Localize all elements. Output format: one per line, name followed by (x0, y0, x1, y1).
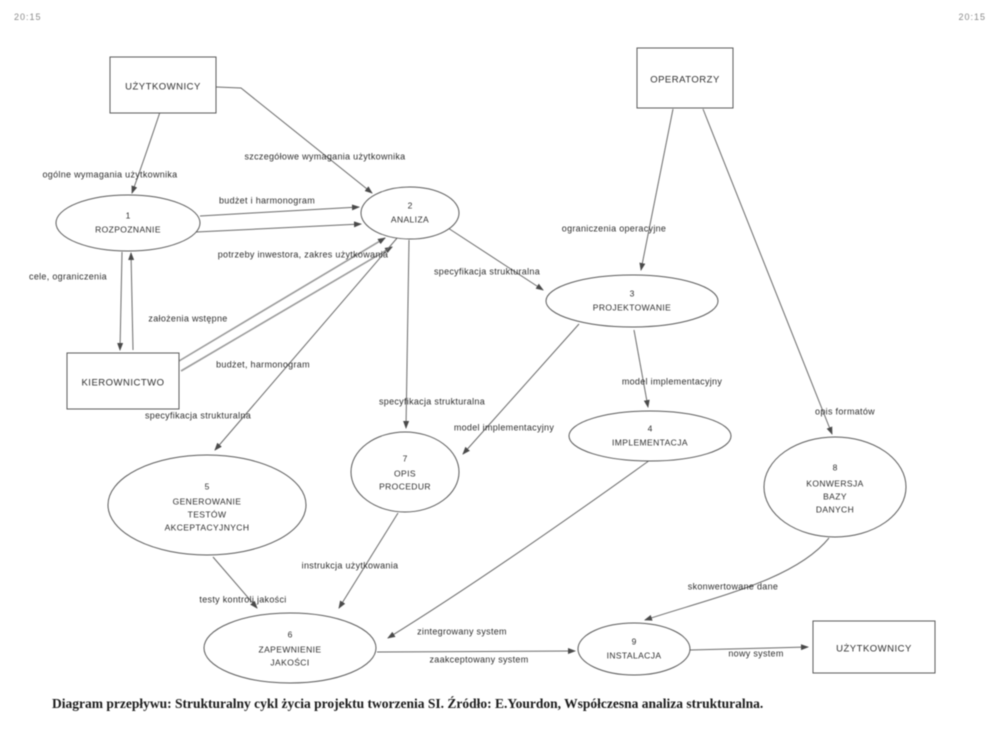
process-label: DANYCH (816, 504, 854, 514)
flow-label: instrukcja użytkowania (302, 560, 399, 570)
flow-label: cele, ograniczenia (29, 271, 107, 281)
process-ellipse (577, 622, 691, 676)
flow-label: ograniczenia operacyjne (562, 223, 666, 233)
process-ellipse (360, 186, 460, 240)
flow-label: założenia wstępne (148, 313, 227, 323)
flow-management-to-analysis-2 (180, 246, 393, 372)
flow-survey-to-management (117, 251, 124, 351)
flow-users-to-survey (131, 111, 161, 194)
process-label: PROCEDUR (379, 481, 431, 491)
flow-operators-to-dbconversion (702, 108, 833, 435)
flow-survey-to-analysis-1 (199, 204, 360, 217)
flow-label: testy kontroli jakości (199, 594, 286, 604)
flow-design-to-implementation (633, 329, 650, 408)
process-database-conversion: 8 KONWERSJA BAZY DANYCH (763, 436, 907, 538)
process-number: 4 (648, 423, 653, 433)
flow-analysis-to-testgen (214, 236, 399, 451)
flow-users-to-analysis (215, 86, 373, 194)
flow-label: zintegrowany system (417, 626, 507, 636)
flow-label: szczegółowe wymagania użytkownika (245, 151, 406, 161)
flow-label: model implementacyjny (454, 422, 555, 432)
flow-label: specyfikacja strukturalna (379, 396, 485, 406)
flow-label: model implementacyjny (622, 376, 723, 386)
flow-label: specyfikacja strukturalna (145, 410, 251, 420)
process-number: 7 (403, 453, 408, 463)
process-label: INSTALACJA (607, 650, 662, 660)
process-label: PROJEKTOWANIE (593, 302, 671, 312)
flow-testgen-to-qa (212, 556, 258, 609)
process-label: KONWERSJA (806, 478, 863, 488)
terminator-users-bottom: UŻYTKOWNICY (812, 620, 936, 674)
flow-label: ogólne wymagania użytkownika (43, 169, 178, 179)
process-ellipse (55, 194, 201, 252)
process-label: AKCEPTACYJNYCH (165, 522, 250, 532)
terminator-box (812, 620, 936, 674)
process-ellipse (107, 454, 307, 556)
terminator-label: UŻYTKOWNICY (125, 82, 201, 93)
terminator-label: OPERATORZY (650, 75, 720, 86)
terminator-box (636, 47, 734, 109)
process-label: ZAPEWNIENIE (259, 644, 322, 654)
flow-management-to-analysis-1 (178, 237, 386, 362)
process-label: GENEROWANIE (173, 496, 242, 506)
process-number: 9 (632, 636, 637, 646)
process-label: OPIS (394, 468, 416, 478)
flow-label: budżet i harmonogram (219, 195, 315, 205)
terminator-management: KIEROWNICTWO (66, 352, 180, 410)
caption: Diagram przepływu: Strukturalny cykl życ… (52, 696, 764, 711)
flow-dbconversion-to-installation (644, 537, 830, 621)
flow-qa-to-installation (376, 648, 576, 655)
process-number: 8 (833, 462, 838, 472)
flow-label: skonwertowane dane (688, 581, 778, 591)
terminator-operators: OPERATORZY (636, 47, 734, 109)
terminator-box (109, 56, 217, 114)
flow-label: opis formatów (815, 406, 875, 416)
flow-survey-to-analysis-2 (195, 221, 362, 233)
process-survey: 1 ROZPOZNANIE (55, 194, 201, 252)
process-procedure-description: 7 OPIS PROCEDUR (350, 431, 460, 513)
process-label: ROZPOZNANIE (95, 224, 161, 234)
page-number-right: 20:15 (958, 12, 986, 22)
terminator-box (66, 352, 180, 410)
process-number: 2 (408, 200, 413, 210)
process-label: JAKOŚCI (270, 656, 309, 667)
process-ellipse (545, 274, 719, 328)
process-installation: 9 INSTALACJA (577, 622, 691, 676)
terminator-label: UŻYTKOWNICY (836, 644, 912, 655)
flow-analysis-to-design (447, 227, 544, 291)
process-ellipse (568, 410, 732, 462)
terminator-users-top: UŻYTKOWNICY (109, 56, 217, 114)
flow-design-to-procedures (462, 323, 580, 455)
process-number: 6 (288, 629, 293, 639)
flow-label: nowy system (728, 648, 783, 658)
process-label: BAZY (823, 491, 847, 501)
process-label: IMPLEMENTACJA (612, 437, 688, 447)
process-quality-assurance: 6 ZAPEWNIENIE JAKOŚCI (203, 612, 377, 684)
process-number: 5 (205, 481, 210, 491)
flow-label: specyfikacja strukturalna (434, 266, 540, 276)
terminator-label: KIEROWNICTWO (81, 378, 164, 389)
process-label: ANALIZA (391, 214, 429, 224)
process-implementation: 4 IMPLEMENTACJA (568, 410, 732, 462)
process-analysis: 2 ANALIZA (360, 186, 460, 240)
process-number: 1 (126, 210, 131, 220)
process-acceptance-test-generation: 5 GENEROWANIE TESTÓW AKCEPTACYJNYCH (107, 454, 307, 556)
flow-label: budżet, harmonogram (216, 359, 310, 369)
flow-operators-to-design (639, 108, 674, 271)
flow-label: potrzeby inwestora, zakres użytkowania (218, 249, 388, 259)
flow-installation-to-users (689, 644, 809, 651)
process-label: TESTÓW (188, 509, 227, 519)
process-ellipse (350, 431, 460, 513)
flow-management-to-survey (128, 252, 135, 351)
process-number: 3 (630, 288, 635, 298)
process-ellipse (203, 612, 377, 684)
flow-analysis-to-procedures (403, 239, 410, 429)
process-ellipse (763, 436, 907, 538)
flow-label: zaakceptowany system (429, 654, 528, 664)
process-design: 3 PROJEKTOWANIE (545, 274, 719, 328)
flow-procedures-to-qa (338, 512, 399, 609)
flow-implementation-to-qa (387, 459, 651, 639)
page-number-left: 20:15 (14, 12, 42, 22)
